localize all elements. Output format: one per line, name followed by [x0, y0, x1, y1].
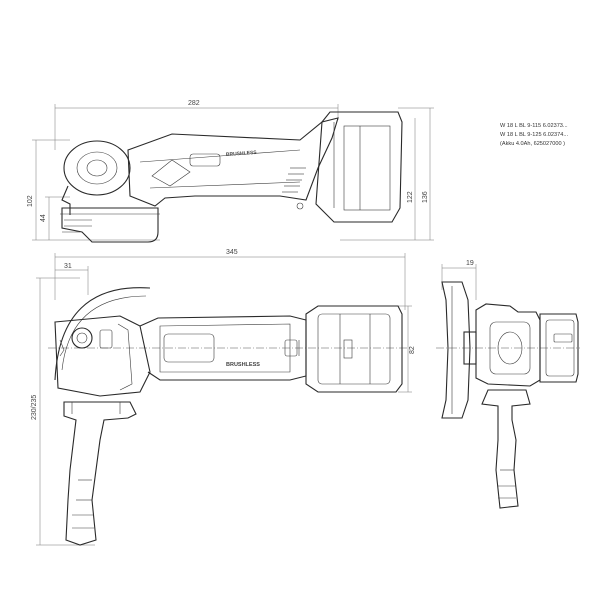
- outline-shape: [481, 389, 531, 509]
- outline-shape: [343, 125, 391, 211]
- outline-shape: [489, 321, 531, 375]
- outline-shape: [441, 281, 471, 419]
- vent-grille: [282, 167, 306, 210]
- outline-shape: [71, 327, 93, 349]
- outline-shape: [315, 111, 403, 223]
- dim-19: 19: [466, 260, 474, 267]
- outline-shape: [61, 295, 147, 371]
- outline-shape: [63, 401, 137, 546]
- dim-102: 102: [27, 195, 34, 207]
- outline-shape: [343, 339, 353, 359]
- outline-shape: [539, 313, 579, 383]
- outline-shape: [317, 313, 391, 385]
- outline-shape: [117, 323, 133, 391]
- label-brushless-side: BRUSHLESS: [226, 150, 258, 158]
- outline-shape: [305, 305, 403, 393]
- dim-136: 136: [422, 191, 429, 203]
- outline-shape: [159, 323, 291, 373]
- outline-shape: [59, 339, 65, 357]
- dim-345: 345: [226, 249, 238, 256]
- outline-shape: [127, 117, 339, 207]
- outline-shape: [497, 331, 523, 365]
- outline-shape: [296, 202, 304, 210]
- top-view: 345 31 230/235 82 BRUSHLESS: [31, 249, 416, 546]
- spec-line-2: W 18 L BL 9-125 6.02374...: [500, 132, 568, 138]
- dim-122: 122: [407, 191, 414, 203]
- outline-shape: [54, 287, 151, 381]
- outline-shape: [189, 153, 221, 167]
- dim-44: 44: [40, 214, 47, 222]
- outline-shape: [76, 151, 118, 185]
- outline-shape: [149, 181, 301, 189]
- label-brushless-top: BRUSHLESS: [226, 362, 260, 368]
- outline-shape: [86, 159, 108, 177]
- outline-shape: [61, 185, 71, 215]
- outline-shape: [99, 329, 113, 349]
- outline-shape: [545, 319, 575, 377]
- side-view: 282 102 44 122 136 BRUSHLESS: [27, 100, 434, 243]
- outline-shape: [553, 333, 573, 343]
- front-view: 19: [436, 260, 580, 509]
- outline-shape: [63, 140, 131, 196]
- outline-shape: [151, 159, 191, 187]
- dim-230-235: 230/235: [31, 395, 38, 420]
- spec-line-1: W 18 L BL 9-115 6.02373...: [500, 123, 568, 129]
- outline-shape: [284, 339, 298, 357]
- outline-shape: [76, 332, 88, 344]
- dim-82: 82: [409, 346, 416, 354]
- outline-shape: [163, 333, 215, 363]
- outline-shape: [54, 315, 151, 397]
- outline-shape: [61, 207, 159, 243]
- dim-31: 31: [64, 263, 72, 270]
- spec-line-3: (Akku 4.0Ah, 625027000 ): [500, 141, 565, 147]
- dim-282: 282: [188, 100, 200, 107]
